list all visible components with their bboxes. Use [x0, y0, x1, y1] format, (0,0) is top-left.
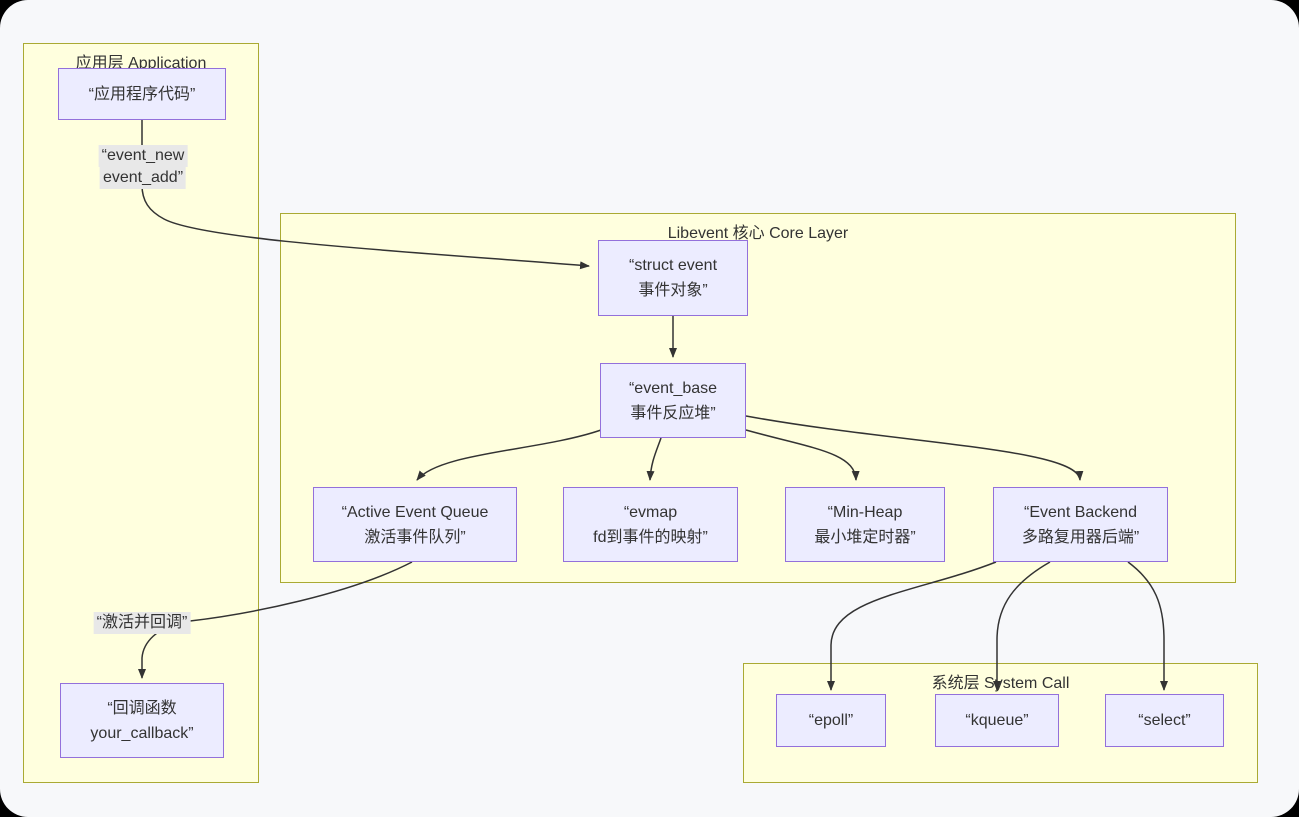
edge-label-activate-callback-line1: “激活并回调”: [93, 612, 191, 634]
cluster-system-title: 系统层 System Call: [931, 675, 1070, 692]
node-event-base-line1: “event_base: [628, 379, 718, 397]
node-evmap-line2: fd到事件的映射”: [593, 528, 708, 546]
cluster-core-title: Libevent 核心 Core Layer: [667, 225, 849, 242]
node-epoll-label: “epoll”: [808, 712, 854, 729]
node-min-heap-line1: “Min-Heap: [827, 503, 903, 521]
node-min-heap: “Min-Heap 最小堆定时器”: [785, 487, 945, 562]
node-event-backend: “Event Backend 多路复用器后端”: [993, 487, 1168, 562]
node-callback: “回调函数 your_callback”: [60, 683, 224, 758]
node-select: “select”: [1105, 694, 1224, 747]
node-kqueue-label: “kqueue”: [965, 712, 1029, 729]
node-struct-event-line1: “struct event: [628, 257, 718, 274]
node-app-code: “应用程序代码”: [58, 68, 226, 120]
edge-label-event-new: “event_new event_add”: [98, 145, 188, 189]
edge-label-event-new-line2: event_add”: [99, 167, 187, 189]
node-struct-event-line2: 事件对象”: [638, 282, 708, 299]
edge-label-event-new-line1: “event_new: [98, 145, 188, 167]
node-app-code-label: “应用程序代码”: [88, 85, 196, 103]
node-event-base: “event_base 事件反应堆”: [600, 363, 746, 438]
node-kqueue: “kqueue”: [935, 694, 1059, 747]
node-event-backend-line2: 多路复用器后端”: [1021, 528, 1140, 546]
node-epoll: “epoll”: [776, 694, 886, 747]
node-active-event-queue-line1: “Active Event Queue: [341, 503, 489, 521]
edge-label-activate-callback: “激活并回调”: [93, 612, 191, 634]
node-active-event-queue-line2: 激活事件队列”: [364, 528, 466, 546]
node-callback-line2: your_callback”: [90, 724, 194, 742]
node-evmap: “evmap fd到事件的映射”: [563, 487, 738, 562]
node-active-event-queue: “Active Event Queue 激活事件队列”: [313, 487, 517, 562]
node-struct-event: “struct event 事件对象”: [598, 240, 748, 316]
node-evmap-line1: “evmap: [623, 503, 678, 521]
node-select-label: “select”: [1138, 712, 1191, 729]
node-callback-line1: “回调函数: [107, 699, 177, 717]
node-min-heap-line2: 最小堆定时器”: [814, 528, 916, 546]
cluster-application-title: 应用层 Application: [75, 55, 207, 72]
node-event-backend-line1: “Event Backend: [1024, 503, 1137, 521]
node-event-base-line2: 事件反应堆”: [630, 404, 716, 422]
